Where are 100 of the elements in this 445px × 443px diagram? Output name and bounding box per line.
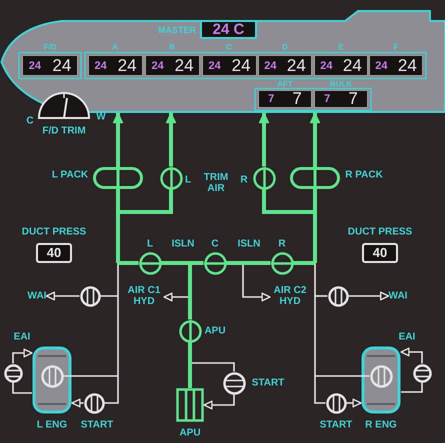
temperature-value: 24 (208, 60, 221, 72)
arrow (310, 112, 320, 167)
pressure-readout: 40 (362, 243, 398, 263)
temperature-value: 24 (286, 56, 306, 74)
duct-line (188, 342, 192, 363)
temperature-readout (22, 55, 78, 76)
temperature-value: 24 (375, 60, 388, 72)
arrow (346, 398, 362, 408)
arrow (163, 292, 190, 302)
valve-icon (252, 166, 276, 190)
zone-label: C (226, 42, 232, 52)
valve-label: START (252, 378, 284, 388)
pipe-line (117, 296, 119, 376)
arrow (348, 292, 390, 300)
arrow (12, 348, 33, 364)
duct-line (313, 212, 317, 263)
readout-label: DUCT PRESS (22, 226, 86, 238)
temperature-readout (314, 90, 368, 108)
duct-line (118, 190, 173, 214)
pack-valve-icon (290, 167, 340, 189)
arrow (112, 112, 124, 167)
arrow (242, 263, 271, 302)
unit-label: APU (179, 428, 201, 438)
duct-line (116, 189, 120, 212)
zone-label: B (169, 42, 175, 52)
apu-unit-icon (176, 388, 204, 422)
gauge-label: F/D TRIM (42, 126, 86, 136)
destination-label: AIR C2 HYD (270, 285, 310, 307)
valve-icon (328, 286, 348, 306)
temperature-value: 24 (94, 60, 107, 72)
pipe-line (104, 376, 119, 404)
temperature-readout: 24 C (200, 20, 257, 39)
temperature-value: 7 (348, 90, 358, 108)
zone-label: F (394, 42, 398, 52)
valve-label: TRIM AIR (202, 172, 230, 194)
destination-label: WAI (28, 290, 46, 302)
temperature-readout (369, 55, 423, 76)
duct-line (313, 189, 317, 212)
pipe-line (315, 375, 370, 377)
pipe-line (314, 263, 316, 296)
pipe-line (401, 382, 423, 393)
zone-label: BULK (330, 79, 352, 88)
duct-line (294, 261, 315, 265)
zone-label: D (282, 42, 288, 52)
valve-label: L (146, 238, 154, 250)
temperature-value: 7 (324, 93, 330, 105)
duct-line (162, 261, 190, 265)
valve-label: EAI (14, 332, 30, 342)
duct-line (118, 261, 138, 265)
pressure-readout: 40 (36, 243, 72, 263)
zone-label: A (112, 42, 118, 52)
scale-label: C (26, 116, 34, 126)
valve-label: ISLN (172, 238, 194, 250)
temperature-value: 24 (174, 56, 194, 74)
temperature-value: 24 (264, 60, 276, 72)
duct-line (116, 212, 120, 263)
pipe-line (64, 375, 118, 377)
temperature-value: 7 (292, 90, 302, 108)
duct-line (226, 261, 243, 265)
temperature-value: 24 (342, 56, 362, 74)
temperature-readout (88, 55, 143, 76)
valve-icon (4, 364, 22, 382)
pipe-line (314, 296, 316, 376)
duct-line (243, 261, 270, 265)
duct-line (262, 190, 315, 214)
zone-label: AFT (277, 79, 293, 88)
temperature-readout (258, 90, 312, 108)
valve-icon (370, 364, 392, 388)
destination-label: AIR C1 HYD (124, 285, 164, 307)
zone-label: MASTER (158, 24, 196, 34)
valve-icon (40, 364, 64, 388)
valve-icon (138, 252, 162, 274)
pipe-line (117, 263, 119, 296)
arrow (258, 112, 270, 166)
pipe-line (12, 382, 32, 394)
valve-label: R PACK (345, 170, 383, 180)
arrow (71, 398, 84, 408)
readout-label: DUCT PRESS (348, 226, 412, 238)
valve-icon (222, 372, 246, 394)
zone-label: E (338, 42, 344, 52)
valve-icon (270, 252, 294, 274)
temperature-value: 24 (151, 60, 164, 72)
temperature-value: 24 (232, 56, 251, 74)
arrow (203, 394, 235, 410)
valve-icon (204, 252, 226, 274)
temperature-value: 24 (118, 56, 137, 74)
temperature-readout (202, 55, 257, 76)
valve-label: ISLN (238, 238, 260, 250)
valve-label: L PACK (52, 170, 88, 180)
valve-icon (84, 392, 104, 414)
valve-label: EAI (398, 332, 416, 342)
valve-icon (80, 286, 100, 306)
valve-label: R (278, 238, 286, 250)
valve-label: START (80, 420, 114, 430)
temperature-readout (145, 55, 200, 76)
temperature-value: 24 (28, 60, 41, 72)
engine-drawing (361, 346, 401, 414)
valve-label: APU (204, 326, 226, 336)
valve-label: START (320, 420, 352, 430)
temperature-value: 24 (398, 56, 417, 74)
